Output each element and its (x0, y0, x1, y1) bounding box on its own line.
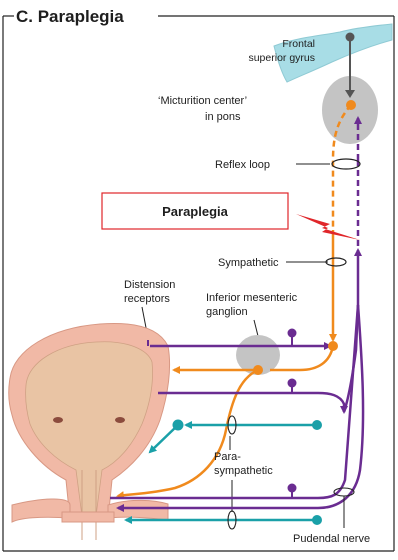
ganglion-leader (254, 320, 258, 336)
sympathetic-label: Sympathetic (218, 257, 279, 269)
ganglion-label-1: Inferior mesenteric (206, 292, 298, 304)
micturition-label-1: ‘Micturition center’ (158, 95, 247, 107)
afferent-cell-2 (288, 379, 297, 388)
ganglion-label-2: ganglion (206, 306, 248, 318)
reflex-loop-ring (332, 159, 360, 169)
micturition-label-2: in pons (205, 111, 241, 123)
distension-label-1: Distension (124, 279, 175, 291)
afferent-cell-1 (288, 329, 297, 338)
purple-afferent-2 (158, 393, 344, 412)
frontal-label-2: superior gyrus (248, 52, 315, 64)
parasympathetic-label-1: Para- (214, 451, 241, 463)
sympathetic-ring (326, 258, 346, 266)
parasympathetic-label-2: sympathetic (214, 465, 273, 477)
paraplegia-label: Paraplegia (162, 204, 229, 219)
diagram-title: C. Paraplegia (16, 7, 124, 26)
frontal-label-1: Frontal (282, 38, 315, 50)
reflex-loop-label: Reflex loop (215, 159, 270, 171)
distension-label-2: receptors (124, 293, 170, 305)
pudendal-label: Pudendal nerve (293, 533, 370, 545)
lesion-bolt-icon (296, 214, 360, 240)
afferent-cell-3 (288, 484, 297, 493)
